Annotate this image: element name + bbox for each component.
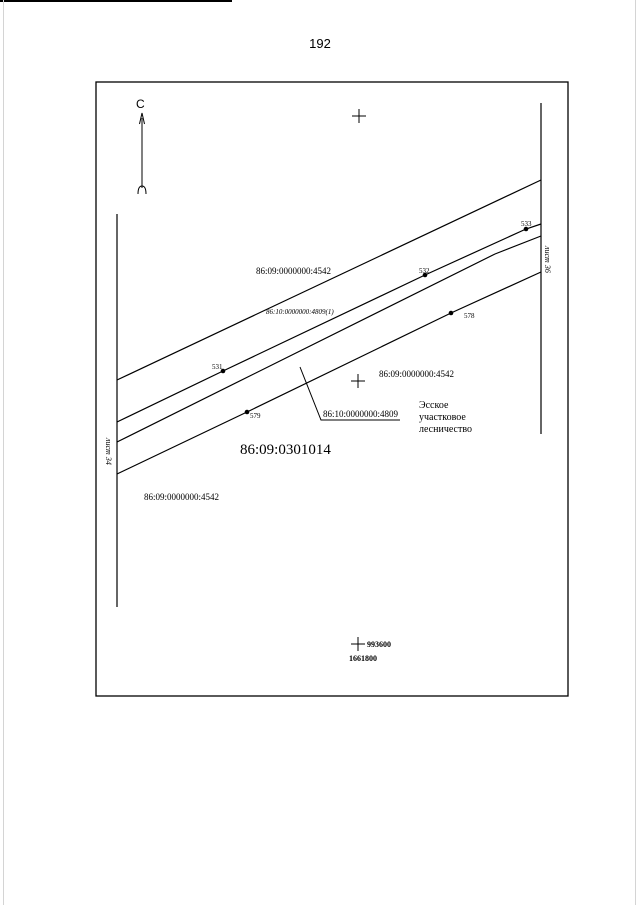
point-579-label: 579 [250,412,261,420]
grid-coord-x: 993600 [367,640,391,649]
point-532-label: 532 [419,267,430,275]
parcel-line-3 [116,235,542,443]
grid-cross-top [352,109,366,123]
grid-cross-center [351,374,365,388]
point-532-marker [422,272,428,278]
parcel-label-bottom-left: 86:09:0000000:4542 [144,492,219,502]
sheet-label-left: лист 34 [104,437,113,465]
grid-cross-bottom [351,637,365,651]
point-533-marker [523,226,529,232]
page-number: 192 [309,36,331,51]
grid-coord-y: 1661800 [349,654,377,663]
north-label: С [136,97,145,111]
leader-line [299,366,400,421]
parcel-line-4 [116,271,542,475]
sheet-label-right: лист 36 [543,245,552,273]
cadastral-quarter-label: 86:09:0301014 [240,442,331,458]
point-578-marker [448,310,454,316]
forestry-line-2: участковое [419,412,466,423]
parcel-label-leader: 86:10:0000000:4809 [323,409,399,419]
scan-edge-left [3,0,4,905]
scan-edge-right [635,0,636,905]
point-533-label: 533 [521,220,532,228]
point-531-marker [220,368,226,374]
north-arrow-icon [137,112,147,195]
point-579-marker [244,409,250,415]
point-531-label: 531 [212,363,223,371]
parcel-label-right: 86:09:0000000:4542 [379,369,454,379]
forestry-line-1: Эсское [419,400,449,411]
point-578-label: 578 [464,312,475,320]
parcel-line-2 [116,223,542,423]
top-rule [0,0,232,2]
parcel-label-top: 86:09:0000000:4542 [256,266,331,276]
map-frame [95,81,569,697]
parcel-label-inner: 86:10:0000000:4809(1) [266,308,334,316]
forestry-line-3: лесничество [419,424,472,435]
parcel-line-1 [116,179,542,381]
